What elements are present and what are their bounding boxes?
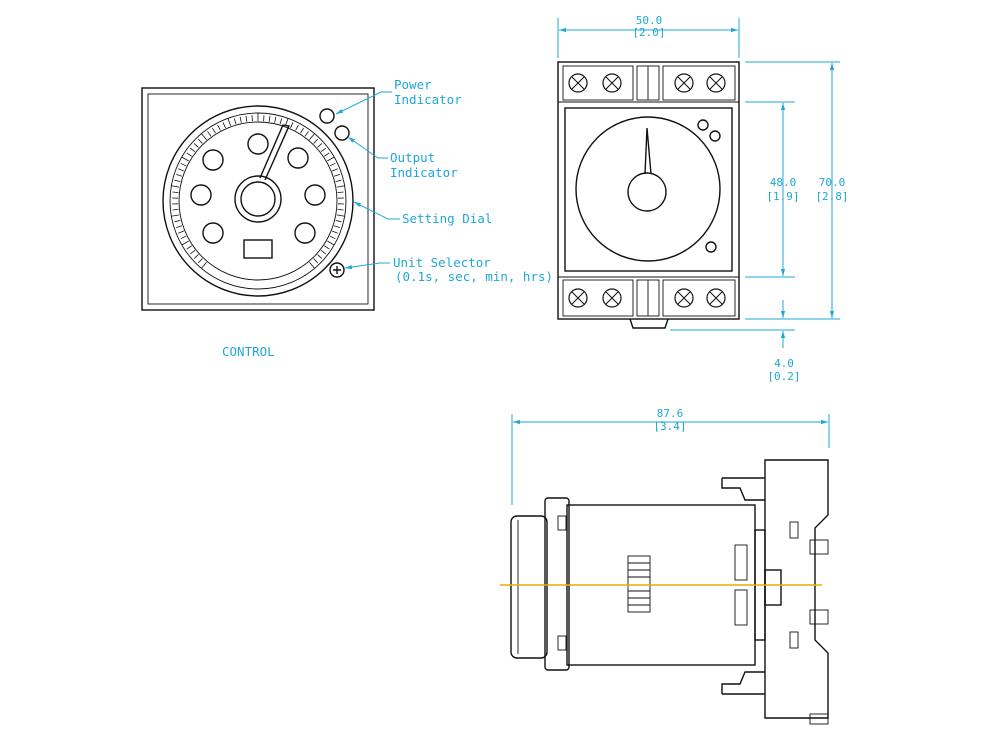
foot-mm: 4.0: [774, 357, 794, 370]
body-height-dimension: 48.0 [1.9]: [745, 101, 800, 278]
unit-selector-label-1: Unit Selector: [393, 255, 491, 270]
side-view: 87.6 [3.4]: [500, 407, 830, 725]
output-indicator-led: [334, 125, 350, 141]
terminal-screw: [706, 288, 726, 308]
output-indicator-label-1: Output: [390, 150, 435, 165]
front-panel-inner: [147, 93, 369, 305]
front-view-caption: CONTROL: [222, 344, 275, 359]
total-height-dimension: 70.0 [2.8]: [745, 61, 849, 320]
dial-knob-outer[interactable]: [234, 175, 282, 223]
width-mm: 50.0: [636, 14, 663, 27]
width-in: [2.0]: [632, 26, 665, 39]
terminal-screws: [568, 73, 726, 308]
total-height-mm: 70.0: [819, 176, 846, 189]
terminal-screw: [706, 73, 726, 93]
dial-outer-ring: [162, 105, 354, 297]
socket-dial-ring: [575, 116, 721, 262]
dial-inner-ring: [169, 112, 347, 290]
dial-knob-inner: [240, 181, 276, 217]
depth-in: [3.4]: [653, 420, 686, 433]
bottom-terminal-block: [562, 279, 736, 317]
housing-label: [627, 555, 651, 613]
body-height-mm: 48.0: [770, 176, 797, 189]
foot-dimension: 4.0 [0.2]: [670, 300, 801, 383]
terminal-screw: [568, 288, 588, 308]
terminal-screw: [602, 73, 622, 93]
din-socket-side: [721, 459, 829, 725]
collar: [544, 497, 570, 671]
socket-view: 50.0 [2.0] 48.0 [1.9] 70.0 [2.8] 4.0 [0.…: [557, 14, 849, 383]
dial-pointer: [259, 124, 291, 181]
front-view: Power Indicator Output Indicator Setting…: [141, 77, 553, 359]
output-indicator-label-2: Indicator: [390, 165, 458, 180]
callout-leaders: [335, 91, 400, 270]
unit-window: [243, 239, 273, 259]
depth-mm: 87.6: [657, 407, 684, 420]
top-terminal-block: [562, 65, 736, 101]
relay-face: [564, 107, 733, 272]
foot-in: [0.2]: [767, 370, 800, 383]
setting-dial-label: Setting Dial: [402, 211, 492, 226]
total-height-in: [2.8]: [815, 190, 848, 203]
socket-dial-knob: [627, 172, 667, 212]
unit-selector-screw[interactable]: [329, 262, 345, 278]
terminal-screw: [602, 288, 622, 308]
socket-dial-pointer: [644, 127, 652, 175]
width-dimension: 50.0 [2.0]: [557, 14, 740, 58]
dial-scale-ticks: [171, 113, 345, 269]
front-bezel: [510, 515, 548, 659]
dial-face: [178, 121, 338, 281]
socket-body: [557, 61, 740, 320]
dial-mark-holes: [190, 133, 326, 244]
power-indicator-led: [319, 108, 335, 124]
front-panel-outer: [141, 87, 375, 311]
terminal-screw: [568, 73, 588, 93]
power-indicator-label-2: Indicator: [394, 92, 462, 107]
body-height-in: [1.9]: [766, 190, 799, 203]
unit-selector-label-2: (0.1s, sec, min, hrs): [395, 269, 553, 284]
depth-dimension: 87.6 [3.4]: [511, 407, 830, 505]
din-clip: [629, 318, 669, 329]
terminal-screw: [674, 288, 694, 308]
terminal-screw: [674, 73, 694, 93]
power-indicator-label-1: Power: [394, 77, 432, 92]
